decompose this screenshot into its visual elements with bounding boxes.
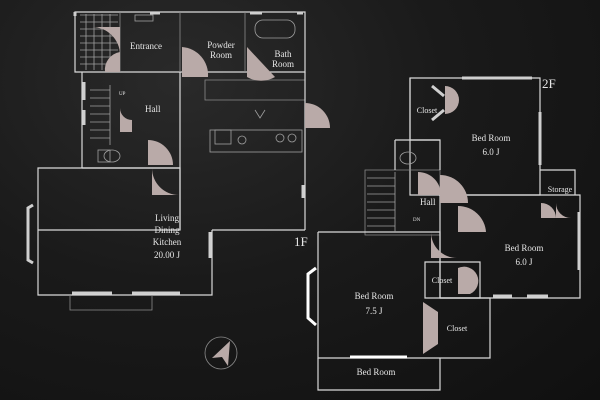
floor1-windows — [26, 11, 305, 295]
powder-door-icon — [182, 47, 209, 77]
room-label-living: Living — [155, 213, 179, 223]
room-label-closet-b: Closet — [432, 276, 453, 285]
bed-b-door-icon — [458, 205, 486, 232]
room-label-powder-room-2: Room — [210, 50, 232, 60]
floor2-walls — [317, 77, 581, 391]
room-label-powder-room: Powder — [207, 40, 235, 50]
floor1-walls — [37, 11, 306, 311]
room-label-bed-a: Bed Room — [472, 133, 511, 143]
storage-door-icon — [541, 203, 556, 218]
bath-door-icon — [247, 47, 275, 81]
closet-b-door-icon — [458, 266, 479, 294]
room-label-dining: Dining — [154, 225, 180, 235]
room-size-bed-c: 7.5 J — [365, 306, 383, 316]
bed-c-door-icon — [431, 232, 457, 258]
room-label-storage: Storage — [548, 185, 573, 194]
floor2-doors — [418, 86, 571, 354]
floor1-doors — [92, 27, 330, 195]
room-label-closet-a: Closet — [417, 106, 438, 115]
room-label-closet-c: Closet — [447, 324, 468, 333]
floor1-fixtures — [97, 14, 303, 163]
closet-c-door-icon — [423, 302, 438, 354]
hall-door-icon-2 — [148, 140, 173, 165]
bed-a-door-icon — [440, 175, 468, 203]
room-label-bed-d: Bed Room — [357, 367, 396, 377]
up-label: UP — [119, 92, 126, 97]
floor-label-1f: 1F — [294, 234, 308, 249]
floor2-labels: 2F Closet Bed Room 6.0 J Storage Hall DN… — [355, 76, 573, 377]
dn-label: DN — [413, 218, 421, 223]
floor-label-2f: 2F — [542, 76, 556, 91]
room-label-bath-room-2: Room — [272, 59, 294, 69]
north-arrow-icon — [204, 336, 238, 370]
room-label-hall: Hall — [145, 104, 161, 114]
room-label-hall-2f: Hall — [420, 197, 436, 207]
room-size-bed-a: 6.0 J — [482, 147, 500, 157]
storage-door-icon-2 — [556, 203, 571, 218]
room-label-kitchen: Kitchen — [153, 237, 182, 247]
living-door-icon — [152, 168, 179, 195]
hall2-door-icon — [418, 172, 441, 195]
room-size-living: 20.00 J — [154, 250, 181, 260]
room-size-bed-b: 6.0 J — [515, 257, 533, 267]
room-label-bath-room: Bath — [275, 49, 292, 59]
bay-window-icon — [306, 266, 317, 327]
room-label-entrance: Entrance — [130, 41, 162, 51]
room-label-bed-c: Bed Room — [355, 291, 394, 301]
closet-a-door-icon — [445, 86, 459, 114]
hall-door-icon — [120, 108, 132, 132]
entrance-door-icon — [92, 27, 120, 55]
kitchen-door-icon — [305, 103, 330, 128]
floor2-windows — [306, 76, 581, 359]
floor1-labels: Entrance Powder Room Bath Room UP Hall L… — [119, 40, 308, 260]
entrance-door-icon-2 — [104, 52, 120, 72]
room-label-bed-b: Bed Room — [505, 243, 544, 253]
